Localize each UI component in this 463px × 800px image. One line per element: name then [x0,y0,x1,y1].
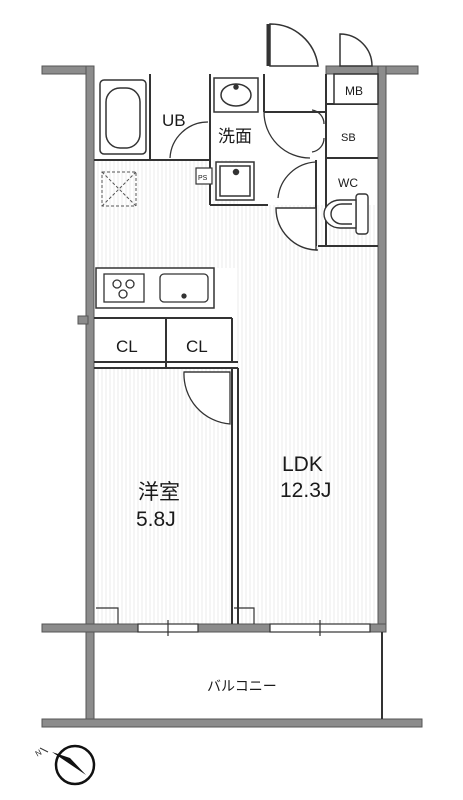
label-washroom: 洗面 [218,127,252,146]
label-bedroom-name: 洋室 [138,481,180,504]
bathtub [99,79,147,155]
wash-door [263,111,311,159]
drain-icon [101,171,137,207]
window-ldk [269,620,371,636]
toilet-door [275,207,318,251]
label-ldk-size: 12.3J [280,479,331,502]
entry-floor [95,160,238,268]
washing-machine-pan [215,161,255,201]
entry-inner-door [277,161,317,199]
compass-icon: N [34,744,96,786]
north-label: N [34,748,44,759]
shoe-box-door [311,109,325,153]
ldk-floor [236,205,378,625]
label-ub: UB [162,111,186,130]
bedroom-door [183,371,231,425]
label-cl-right: CL [186,337,208,356]
pipe-space [195,167,213,185]
window-bedroom [137,620,199,636]
wash-basin [213,77,259,113]
stove-icon [103,273,145,303]
sink-icon [159,273,209,303]
bath-door [169,121,209,159]
label-cl-left: CL [116,337,138,356]
label-bedroom-size: 5.8J [136,508,176,531]
label-mb: MB [345,84,363,98]
label-ldk-name: LDK [282,453,323,476]
label-balcony: バルコニー [207,678,277,694]
entry-door [266,23,319,67]
label-sb: SB [341,132,356,144]
label-wc: WC [338,176,358,190]
label-ps: PS [198,175,208,182]
bedroom-window-sill [96,607,255,624]
meter-box-door [339,33,373,67]
toilet-fixture [323,193,369,235]
meter-box [333,73,379,105]
